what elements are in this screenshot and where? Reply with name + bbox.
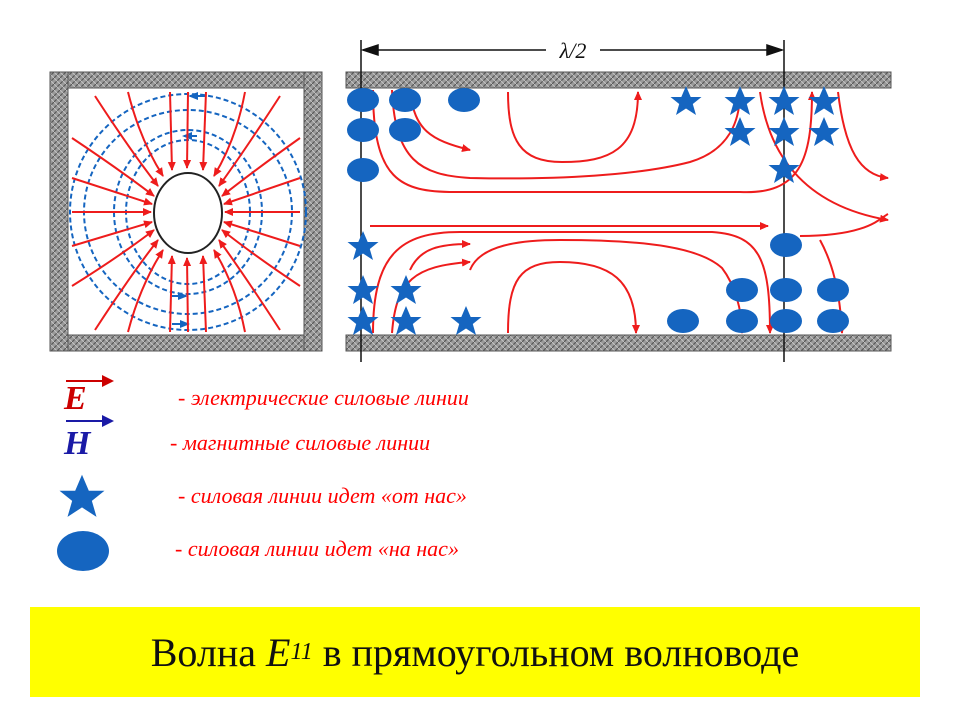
- circle-icon: [770, 278, 802, 302]
- slide-title: Волна E 11 в прямоугольном волноводе: [30, 607, 920, 697]
- circle-icon: [347, 158, 379, 182]
- cross-section-wall-left: [49, 71, 69, 352]
- circle-icon: [726, 309, 758, 333]
- legend-text-electric: - электрические силовые линии: [178, 385, 469, 410]
- circle-icon: [389, 88, 421, 112]
- star-icon: [808, 117, 840, 146]
- cross-section-magnetic-arrows: [172, 92, 205, 328]
- star-icon: [724, 117, 756, 146]
- longitudinal-section: λ/2: [345, 38, 892, 362]
- cross-section: [49, 71, 323, 352]
- longitudinal-stars: [347, 86, 840, 335]
- cross-section-electric-lines: [71, 91, 301, 333]
- title-prefix: Волна: [150, 629, 267, 675]
- legend-text-from-us: - силовая линии идет «от нас»: [178, 483, 467, 508]
- longitudinal-circles: [347, 88, 849, 333]
- circle-icon: [448, 88, 480, 112]
- waveguide-diagram: λ/2: [49, 38, 892, 571]
- legend-text-magnetic: - магнитные силовые линии: [170, 430, 431, 455]
- legend-vector-arrow-h: [66, 415, 114, 427]
- longitudinal-wall-top: [345, 71, 892, 89]
- star-icon: [670, 86, 702, 115]
- circle-icon: [347, 118, 379, 142]
- legend-circle-symbol: [57, 531, 109, 571]
- star-icon: [390, 275, 422, 304]
- legend-star-symbol: [59, 474, 105, 517]
- circle-icon: [667, 309, 699, 333]
- star-icon: [724, 86, 756, 115]
- star-icon: [59, 474, 105, 517]
- cross-section-center-hole: [153, 172, 223, 254]
- circle-icon: [770, 233, 802, 257]
- legend-vector-arrow-e: [66, 375, 114, 387]
- circle-icon: [817, 278, 849, 302]
- longitudinal-wall-bottom: [345, 334, 892, 352]
- circle-icon: [389, 118, 421, 142]
- legend-symbol-h: H: [64, 425, 91, 462]
- legend-symbol-e: E: [64, 380, 87, 417]
- star-icon: [808, 86, 840, 115]
- cross-section-wall-top: [49, 71, 323, 89]
- star-icon: [347, 275, 379, 304]
- title-wave-symbol: E: [266, 629, 291, 675]
- legend-text-to-us: - силовая линии идет «на нас»: [175, 536, 459, 561]
- circle-icon: [347, 88, 379, 112]
- star-icon: [450, 306, 482, 335]
- cross-section-wall-right: [303, 71, 323, 352]
- cross-section-wall-bottom: [49, 334, 323, 352]
- circle-icon: [770, 309, 802, 333]
- circle-icon: [817, 309, 849, 333]
- star-icon: [347, 231, 379, 260]
- half-wavelength-label: λ/2: [559, 38, 587, 63]
- title-wave-subscript: 11: [290, 638, 313, 665]
- title-suffix: в прямоугольном волноводе: [312, 629, 800, 675]
- longitudinal-electric-lines: [370, 89, 889, 334]
- circle-icon: [726, 278, 758, 302]
